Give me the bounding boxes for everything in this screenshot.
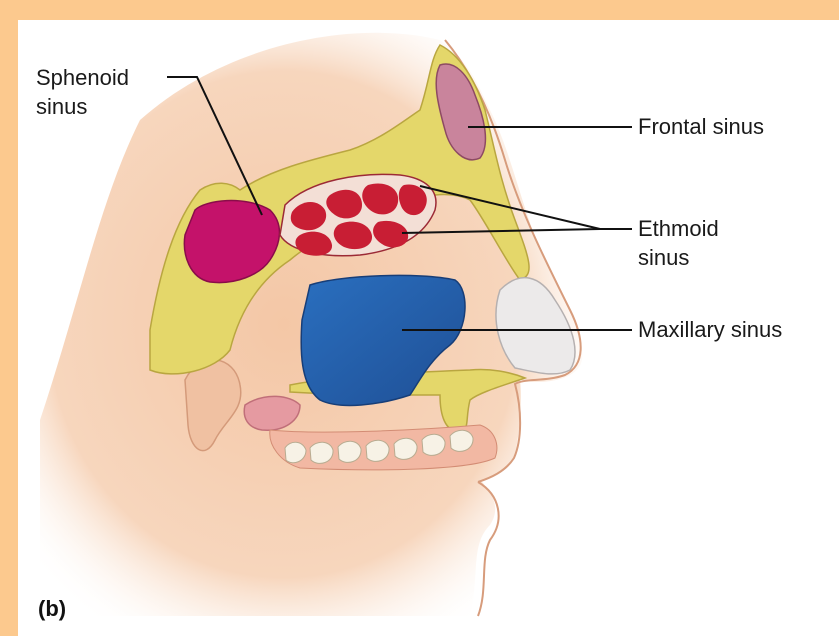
- label-maxillary-sinus: Maxillary sinus: [638, 315, 782, 344]
- label-frontal-sinus: Frontal sinus: [638, 112, 764, 141]
- label-sphenoid-sinus: Sphenoid sinus: [36, 63, 129, 121]
- panel-label: (b): [38, 596, 66, 622]
- label-ethmoid-sinus: Ethmoid sinus: [638, 214, 719, 272]
